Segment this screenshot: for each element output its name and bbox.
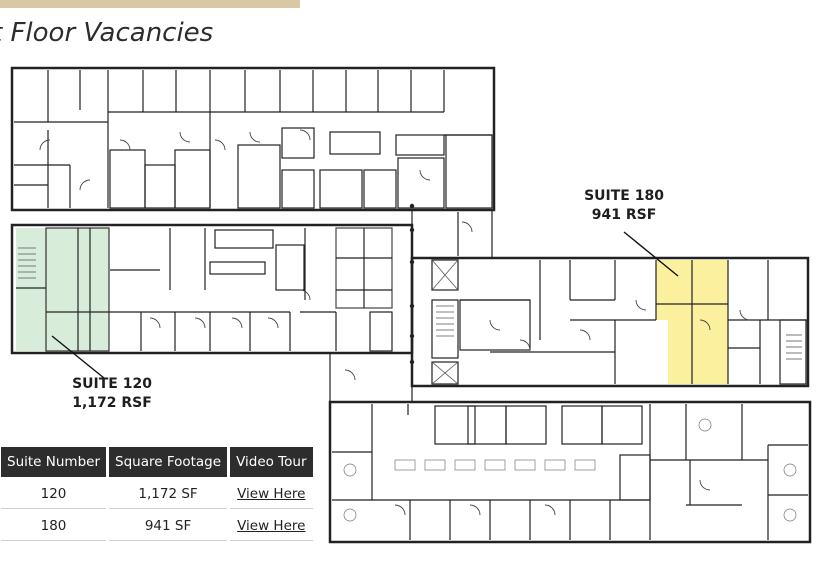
- page-title: t Floor Vacancies: [0, 18, 214, 48]
- table-header-row: Suite Number Square Footage Video Tour: [1, 447, 313, 477]
- building-walls: [10, 66, 812, 544]
- suite-120-name: SUITE 120: [72, 376, 152, 392]
- table-row: 120 1,172 SF View Here: [1, 480, 313, 509]
- suite-120-area: 1,172 RSF: [72, 395, 152, 411]
- column-header-square-footage: Square Footage: [109, 447, 228, 477]
- column-header-suite-number: Suite Number: [1, 447, 106, 477]
- video-tour-link[interactable]: View Here: [230, 512, 313, 541]
- column-header-video-tour: Video Tour: [230, 447, 313, 477]
- suite-180-area: 941 RSF: [591, 207, 657, 223]
- square-footage-cell: 1,172 SF: [109, 480, 228, 509]
- suite-120-leader-line: [51, 335, 105, 379]
- square-footage-cell: 941 SF: [109, 512, 228, 541]
- suite-number-cell: 120: [1, 480, 106, 509]
- suite-180-name: SUITE 180: [584, 188, 664, 204]
- suite-120-callout[interactable]: SUITE 120 1,172 RSF: [62, 375, 162, 413]
- vacancy-table: Suite Number Square Footage Video Tour 1…: [0, 444, 316, 544]
- suite-180-callout[interactable]: SUITE 180 941 RSF: [574, 187, 674, 225]
- suite-number-cell: 180: [1, 512, 106, 541]
- video-tour-link[interactable]: View Here: [230, 480, 313, 509]
- table-row: 180 941 SF View Here: [1, 512, 313, 541]
- suite-180-leader-line: [623, 231, 679, 277]
- suite-120-highlight[interactable]: [16, 228, 109, 351]
- header-accent-bar: [0, 0, 300, 8]
- structural-columns: [409, 203, 415, 365]
